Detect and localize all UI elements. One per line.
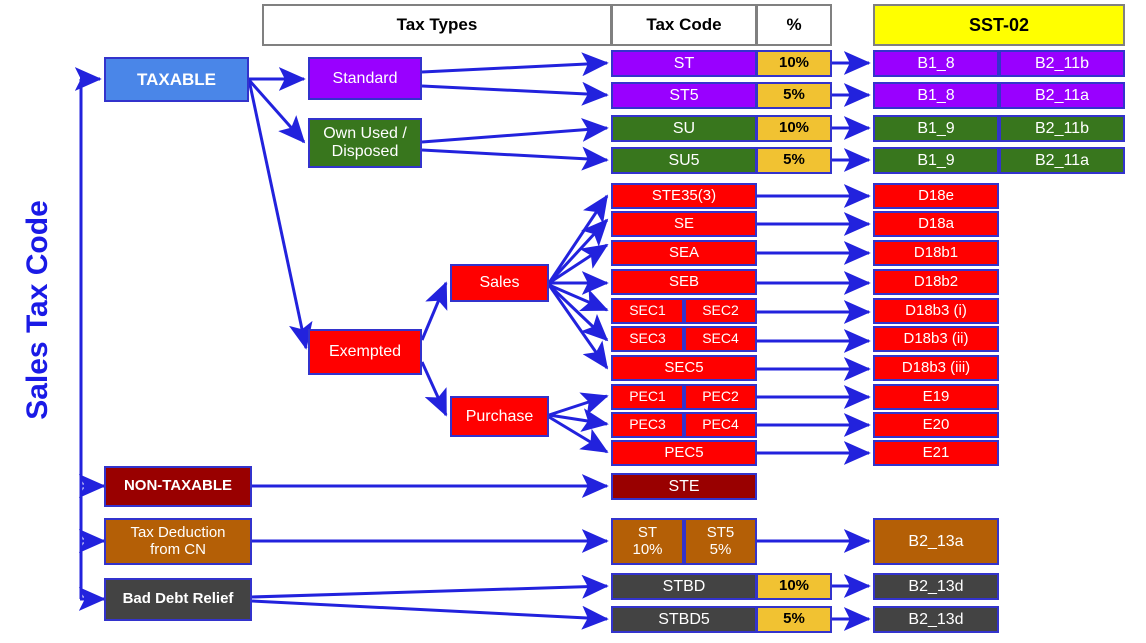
header-tax-types: Tax Types <box>262 4 612 46</box>
tax-code-pec5[interactable]: PEC5 <box>611 440 757 466</box>
tax-code-cn-st5[interactable]: ST5 5% <box>684 518 757 565</box>
header-tax-code: Tax Code <box>611 4 757 46</box>
tax-code-pec2[interactable]: PEC2 <box>684 384 757 410</box>
tax-code-pec1[interactable]: PEC1 <box>611 384 684 410</box>
pct-stbd5: 5% <box>756 606 832 633</box>
sst-b2-11a-a[interactable]: B2_11a <box>999 82 1125 109</box>
sst-b1-9-b[interactable]: B1_9 <box>873 147 999 174</box>
tax-type-purchase[interactable]: Purchase <box>450 396 549 437</box>
sst-b2-13d-b[interactable]: B2_13d <box>873 606 999 633</box>
pct-stbd: 10% <box>756 573 832 600</box>
sst-d18b3-i[interactable]: D18b3 (i) <box>873 298 999 324</box>
category-tax-deduction-from-cn[interactable]: Tax Deduction from CN <box>104 518 252 565</box>
tax-code-st[interactable]: ST <box>611 50 757 77</box>
tax-code-sec4[interactable]: SEC4 <box>684 326 757 352</box>
sst-d18b3-ii[interactable]: D18b3 (ii) <box>873 326 999 352</box>
tax-code-st5[interactable]: ST5 <box>611 82 757 109</box>
cn-st5-label: ST5 <box>706 523 735 541</box>
sst-e21[interactable]: E21 <box>873 440 999 466</box>
sst-d18a[interactable]: D18a <box>873 211 999 237</box>
pct-su5: 5% <box>756 147 832 174</box>
tax-code-su[interactable]: SU <box>611 115 757 142</box>
sst-b1-8-b[interactable]: B1_8 <box>873 82 999 109</box>
tax-code-ste[interactable]: STE <box>611 473 757 500</box>
sst-b2-13d-a[interactable]: B2_13d <box>873 573 999 600</box>
sst-b1-9-a[interactable]: B1_9 <box>873 115 999 142</box>
tax-code-cn-st[interactable]: ST 10% <box>611 518 684 565</box>
sst-e20[interactable]: E20 <box>873 412 999 438</box>
category-non-taxable[interactable]: NON-TAXABLE <box>104 466 252 507</box>
sst-d18e[interactable]: D18e <box>873 183 999 209</box>
sst-d18b1[interactable]: D18b1 <box>873 240 999 266</box>
tax-code-se[interactable]: SE <box>611 211 757 237</box>
tax-code-sec2[interactable]: SEC2 <box>684 298 757 324</box>
sales-tax-code-label: Sales Tax Code <box>21 200 54 420</box>
tax-code-stbd5[interactable]: STBD5 <box>611 606 757 633</box>
sst-b2-11b-a[interactable]: B2_11b <box>999 50 1125 77</box>
category-taxable[interactable]: TAXABLE <box>104 57 249 102</box>
tax-code-sea[interactable]: SEA <box>611 240 757 266</box>
pct-st: 10% <box>756 50 832 77</box>
sst-b1-8-a[interactable]: B1_8 <box>873 50 999 77</box>
tax-type-own-used-disposed[interactable]: Own Used / Disposed <box>308 118 422 168</box>
tax-code-sec1[interactable]: SEC1 <box>611 298 684 324</box>
tax-type-sales[interactable]: Sales <box>450 264 549 302</box>
sst-d18b3-iii[interactable]: D18b3 (iii) <box>873 355 999 381</box>
sst-d18b2[interactable]: D18b2 <box>873 269 999 295</box>
cn-st-label: ST <box>637 523 658 541</box>
tax-code-su5[interactable]: SU5 <box>611 147 757 174</box>
tax-deduction-line1: Tax Deduction <box>130 523 226 541</box>
tax-type-standard[interactable]: Standard <box>308 57 422 100</box>
tax-code-pec3[interactable]: PEC3 <box>611 412 684 438</box>
sst-e19[interactable]: E19 <box>873 384 999 410</box>
sst-b2-11a-b[interactable]: B2_11a <box>999 147 1125 174</box>
cn-st-pct: 10% <box>632 540 663 558</box>
header-percent: % <box>756 4 832 46</box>
cn-st5-pct: 5% <box>709 540 732 558</box>
own-used-line1: Own Used / <box>323 125 407 143</box>
pct-st5: 5% <box>756 82 832 109</box>
tax-type-exempted[interactable]: Exempted <box>308 329 422 375</box>
header-sst02: SST-02 <box>873 4 1125 46</box>
tax-code-stbd[interactable]: STBD <box>611 573 757 600</box>
tax-code-seb[interactable]: SEB <box>611 269 757 295</box>
own-used-line2: Disposed <box>331 143 399 160</box>
sst-b2-13a[interactable]: B2_13a <box>873 518 999 565</box>
tax-code-sec5[interactable]: SEC5 <box>611 355 757 381</box>
tax-code-pec4[interactable]: PEC4 <box>684 412 757 438</box>
tax-code-sec3[interactable]: SEC3 <box>611 326 684 352</box>
sst-b2-11b-b[interactable]: B2_11b <box>999 115 1125 142</box>
pct-su: 10% <box>756 115 832 142</box>
category-bad-debt-relief[interactable]: Bad Debt Relief <box>104 578 252 621</box>
tax-code-ste35-3[interactable]: STE35(3) <box>611 183 757 209</box>
tax-deduction-line2: from CN <box>150 540 206 558</box>
